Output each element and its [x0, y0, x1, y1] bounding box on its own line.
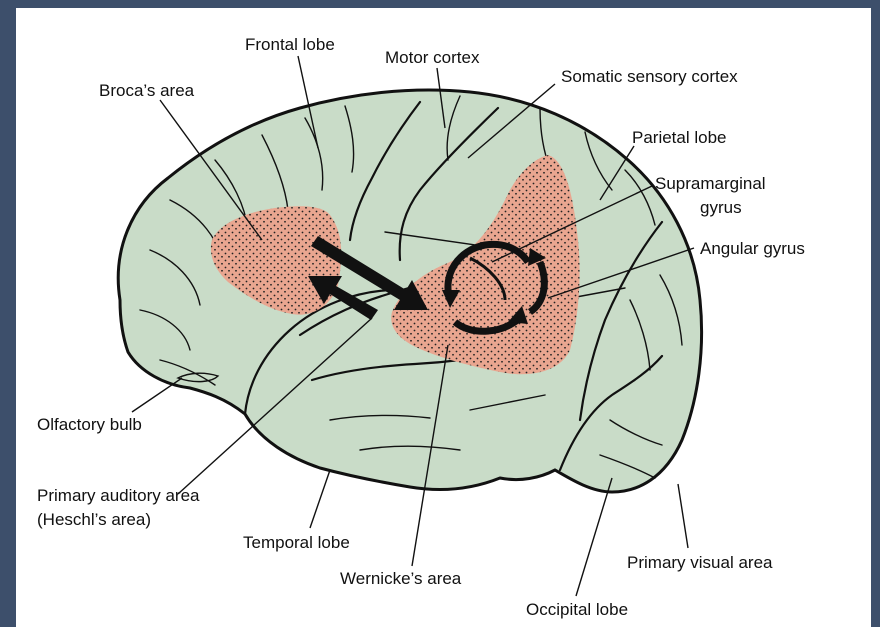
label-temporal-lobe: Temporal lobe	[243, 533, 350, 552]
label-wernickes-area: Wernicke’s area	[340, 569, 462, 588]
label-primary-auditory-line2: (Heschl’s area)	[37, 510, 151, 529]
label-somatic-sensory-cortex: Somatic sensory cortex	[561, 67, 738, 86]
label-motor-cortex: Motor cortex	[385, 48, 480, 67]
label-primary-auditory-line1: Primary auditory area	[37, 486, 200, 505]
label-angular-gyrus: Angular gyrus	[700, 239, 805, 258]
label-brocas-area: Broca’s area	[99, 81, 195, 100]
label-olfactory-bulb: Olfactory bulb	[37, 415, 142, 434]
label-supramarginal-line1: Supramarginal	[655, 174, 766, 193]
label-supramarginal-line2: gyrus	[700, 198, 742, 217]
label-frontal-lobe: Frontal lobe	[245, 35, 335, 54]
label-primary-visual-area: Primary visual area	[627, 553, 773, 572]
label-occipital-lobe: Occipital lobe	[526, 600, 628, 619]
label-parietal-lobe: Parietal lobe	[632, 128, 727, 147]
